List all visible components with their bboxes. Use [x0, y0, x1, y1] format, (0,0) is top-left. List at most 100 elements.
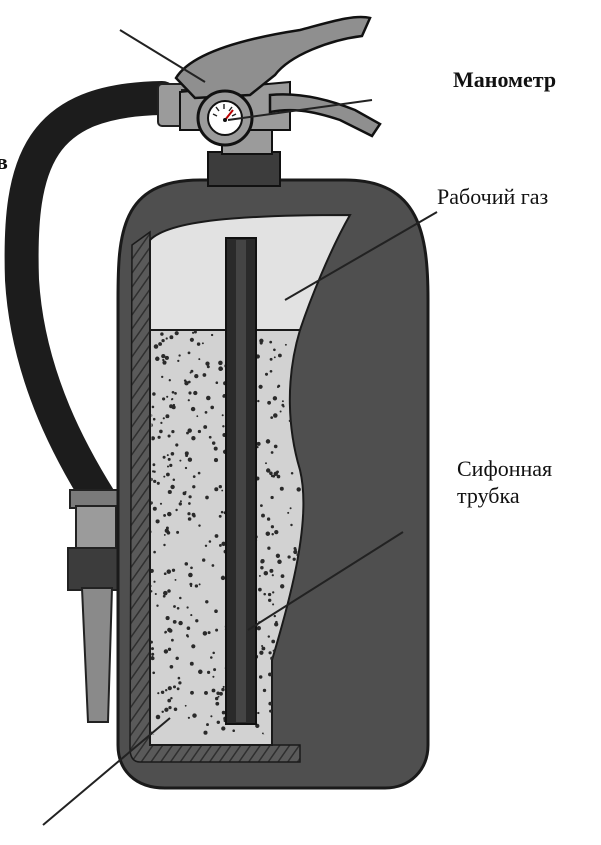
powder-dot	[221, 490, 223, 492]
powder-dot	[178, 677, 181, 680]
powder-dot	[203, 731, 207, 735]
powder-dot	[192, 485, 195, 488]
powder-dot	[188, 399, 190, 401]
powder-dot	[260, 341, 263, 344]
powder-dot	[167, 589, 171, 593]
powder-dot	[267, 547, 270, 550]
powder-dot	[168, 434, 171, 437]
powder-dot	[202, 342, 204, 344]
powder-dot	[185, 491, 187, 493]
powder-dot	[151, 656, 155, 660]
powder-dot	[274, 530, 278, 534]
powder-dot	[214, 447, 218, 451]
powder-dot	[154, 344, 159, 349]
powder-dot	[280, 487, 284, 491]
powder-dot	[285, 344, 287, 346]
powder-dot	[212, 652, 215, 655]
powder-dot	[161, 376, 163, 378]
powder-dot	[205, 496, 209, 500]
powder-dot	[177, 607, 180, 610]
powder-dot	[270, 416, 273, 419]
powder-dot	[195, 584, 198, 587]
label-cut-letter: в	[0, 150, 8, 174]
powder-dot	[163, 544, 165, 546]
powder-dot	[293, 550, 297, 554]
powder-dot	[173, 605, 176, 608]
powder-dot	[160, 503, 162, 505]
label-working-gas: Рабочий газ	[437, 185, 548, 209]
powder-dot	[158, 342, 162, 346]
powder-dot	[269, 569, 273, 573]
powder-dot	[175, 443, 178, 446]
powder-dot	[196, 415, 198, 417]
powder-dot	[153, 463, 156, 466]
powder-dot	[171, 398, 173, 400]
powder-dot	[271, 640, 275, 644]
label-manometer: Манометр	[453, 68, 556, 92]
powder-dot	[188, 573, 193, 578]
powder-dot	[259, 651, 263, 655]
powder-dot	[217, 721, 220, 724]
powder-dot	[219, 544, 222, 547]
powder-dot	[170, 665, 174, 669]
powder-dot	[260, 504, 263, 507]
powder-dot	[208, 631, 211, 634]
powder-dot	[212, 676, 214, 678]
powder-dot	[280, 584, 284, 588]
powder-dot	[207, 671, 210, 674]
powder-dot	[277, 385, 280, 388]
powder-dot	[186, 634, 189, 637]
powder-dot	[265, 462, 267, 464]
powder-dot	[157, 692, 159, 694]
powder-dot	[191, 436, 195, 440]
powder-dot	[190, 585, 192, 587]
powder-dot	[218, 366, 223, 371]
powder-dot	[153, 581, 155, 583]
powder-dot	[271, 451, 274, 454]
powder-dot	[215, 534, 219, 538]
powder-dot	[259, 675, 262, 678]
powder-dot	[168, 686, 172, 690]
powder-dot	[157, 482, 160, 485]
powder-dot	[167, 628, 171, 632]
powder-dot	[271, 525, 274, 528]
powder-dot	[160, 332, 163, 335]
powder-dot	[185, 562, 189, 566]
powder-dot	[214, 487, 218, 491]
powder-dot	[204, 691, 208, 695]
powder-dot	[171, 452, 175, 456]
powder-dot	[270, 370, 273, 373]
powder-dot	[268, 672, 272, 676]
powder-dot	[273, 413, 278, 418]
powder-dot	[155, 357, 159, 361]
powder-dot	[203, 425, 207, 429]
powder-dot	[188, 717, 190, 719]
powder-dot	[211, 334, 213, 336]
powder-dot	[272, 574, 274, 576]
powder-dot	[272, 591, 274, 593]
powder-dot	[167, 512, 171, 516]
powder-dot	[197, 342, 200, 345]
powder-dot	[290, 524, 292, 526]
powder-dot	[209, 436, 212, 439]
powder-dot	[176, 531, 179, 534]
powder-dot	[168, 648, 171, 651]
powder-dot	[162, 361, 166, 365]
powder-dot	[278, 354, 282, 358]
powder-dot	[260, 560, 264, 564]
powder-dot	[168, 490, 172, 494]
powder-dot	[163, 595, 166, 598]
powder-dot	[192, 513, 196, 517]
powder-dot	[166, 396, 168, 398]
powder-dot	[281, 574, 285, 578]
powder-dot	[205, 411, 208, 414]
powder-dot	[269, 651, 272, 654]
powder-dot	[287, 512, 289, 514]
powder-dot	[175, 509, 177, 511]
powder-dot	[296, 487, 300, 491]
powder-dot	[263, 593, 266, 596]
powder-dot	[166, 337, 168, 339]
powder-dot	[212, 564, 215, 567]
powder-dot	[263, 689, 266, 692]
